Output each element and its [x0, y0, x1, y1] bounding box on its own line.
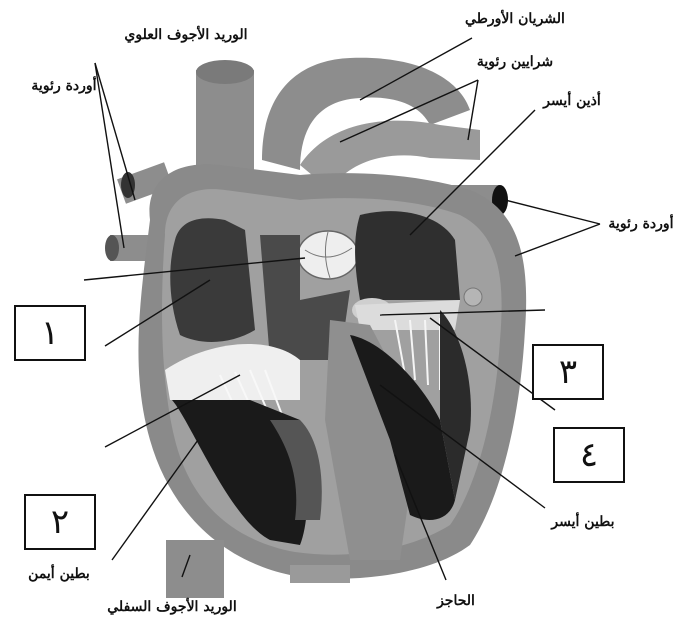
label-superior-vena-cava: الوريد الأجوف العلوي	[124, 25, 247, 43]
label-pulmonary-veins-left: أوردة رئوية	[608, 213, 673, 232]
answer-box-3-number: ٣	[559, 352, 577, 392]
inferior-vena-cava-shape	[166, 540, 224, 598]
answer-box-4-number: ٤	[580, 435, 598, 475]
label-pulmonary-veins-right: أوردة رئوية	[31, 75, 96, 94]
answer-box-1[interactable]: ١	[14, 305, 86, 361]
label-left-atrium: أذين أيسر	[542, 90, 601, 109]
answer-box-3[interactable]: ٣	[532, 344, 604, 400]
answer-box-1-number: ١	[41, 313, 59, 353]
label-septum: الحاجز	[436, 593, 475, 609]
label-inferior-vena-cava: الوريد الأجوف السفلي	[107, 597, 236, 615]
answer-box-4[interactable]: ٤	[553, 427, 625, 483]
right-atrium-shape	[170, 218, 255, 342]
label-right-ventricle: بطين أيمن	[28, 563, 90, 582]
label-left-ventricle: بطين أيسر	[550, 511, 614, 530]
answer-box-2-number: ٢	[51, 502, 69, 542]
label-aorta: الشريان الأورطي	[465, 9, 565, 27]
label-pulmonary-arteries: شرايين رئوية	[477, 54, 553, 70]
answer-box-2[interactable]: ٢	[24, 494, 96, 550]
heart-illustration	[105, 58, 526, 598]
